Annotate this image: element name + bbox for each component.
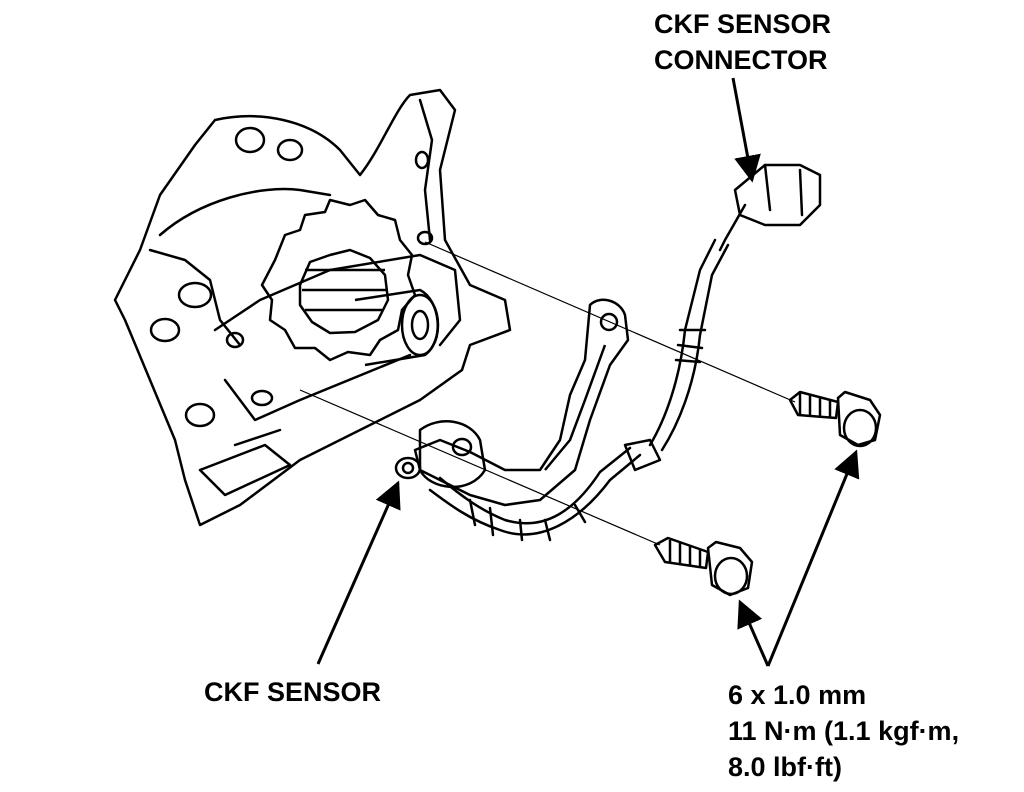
alignment-lines bbox=[299, 241, 796, 546]
callout-arrows bbox=[316, 77, 860, 667]
connector-label-line1: CKF SENSOR bbox=[654, 9, 832, 39]
bolt-spec-torque: 11 N·m (1.1 kgf·m, bbox=[728, 716, 960, 746]
bolt-lower bbox=[653, 536, 754, 597]
sensor-arrow bbox=[316, 480, 401, 665]
bolt-spec-torque-imperial: 8.0 lbf·ft) bbox=[728, 752, 842, 782]
ckf-sensor-connector-label: CKF SENSOR CONNECTOR bbox=[654, 6, 831, 78]
engine-block bbox=[113, 88, 512, 527]
ckf-sensor-label: CKF SENSOR bbox=[204, 674, 381, 710]
connector-arrow bbox=[731, 77, 761, 183]
bolt-arrow-lower bbox=[737, 599, 770, 667]
bolt-spec-size: 6 x 1.0 mm bbox=[728, 680, 867, 710]
sensor-bracket bbox=[394, 298, 630, 507]
sensor-label-text: CKF SENSOR bbox=[204, 677, 382, 707]
bolt-spec-label: 6 x 1.0 mm 11 N·m (1.1 kgf·m, 8.0 lbf·ft… bbox=[728, 677, 959, 785]
sensor-harness bbox=[428, 163, 822, 542]
crank-sprocket bbox=[250, 198, 440, 407]
bolt-arrow-upper bbox=[766, 449, 860, 667]
bolt-upper bbox=[788, 390, 882, 448]
connector-label-line2: CONNECTOR bbox=[654, 45, 828, 75]
